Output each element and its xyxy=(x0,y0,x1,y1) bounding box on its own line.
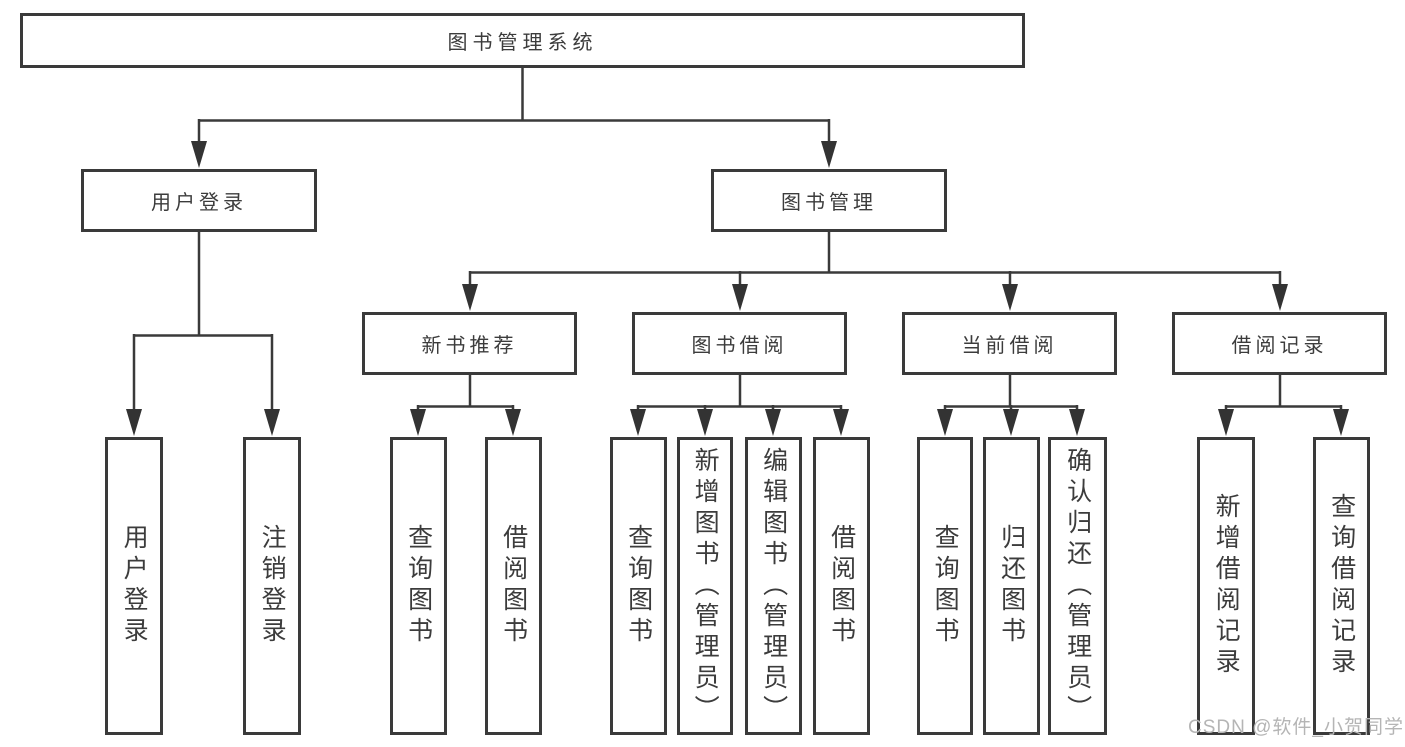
leaf-query-borrow-record: 查询借阅记录 xyxy=(1313,437,1370,735)
leaf-label: 查询借阅记录 xyxy=(1327,493,1356,679)
leaf-label: 新增借阅记录 xyxy=(1212,493,1241,679)
leaf-label: 确认归还（管理员） xyxy=(1063,446,1092,726)
connector-borrow-records-children xyxy=(1224,375,1343,414)
node-label: 借阅记录 xyxy=(1231,335,1328,357)
node-book-management-branch: 图书管理 xyxy=(711,169,947,232)
connector-book-mgmt-children xyxy=(468,232,1282,290)
leaf-borrow-books: 借阅图书 xyxy=(813,437,870,735)
leaf-label: 查询图书 xyxy=(931,524,960,648)
leaf-label: 注销登录 xyxy=(258,524,287,648)
leaf-user-login: 用户登录 xyxy=(105,437,163,735)
node-book-borrow: 图书借阅 xyxy=(632,312,847,375)
connector-new-book-children xyxy=(416,375,515,414)
leaf-label: 查询图书 xyxy=(404,524,433,648)
leaf-label: 查询图书 xyxy=(624,524,653,648)
connector-current-borrow-children xyxy=(943,375,1079,414)
node-label: 新书推荐 xyxy=(421,335,518,357)
leaf-edit-books-admin: 编辑图书（管理员） xyxy=(745,437,802,735)
node-new-book-recommend: 新书推荐 xyxy=(362,312,577,375)
leaf-add-borrow-record: 新增借阅记录 xyxy=(1197,437,1255,735)
node-root-system: 图书管理系统 xyxy=(20,13,1025,68)
leaf-query-books-current: 查询图书 xyxy=(917,437,973,735)
connector-book-borrow-children xyxy=(636,375,843,414)
leaf-label: 归还图书 xyxy=(997,524,1026,648)
node-label: 图书管理 xyxy=(781,192,877,214)
node-root-label: 图书管理系统 xyxy=(447,32,598,54)
leaf-confirm-return-admin: 确认归还（管理员） xyxy=(1048,437,1107,735)
leaf-query-books-borrow: 查询图书 xyxy=(610,437,667,735)
node-label: 当前借阅 xyxy=(961,335,1058,357)
leaf-label: 用户登录 xyxy=(120,524,149,648)
leaf-label: 新增图书（管理员） xyxy=(691,446,720,726)
leaf-query-books-recommend: 查询图书 xyxy=(390,437,447,735)
node-user-login-branch: 用户登录 xyxy=(81,169,317,232)
node-label: 用户登录 xyxy=(151,192,247,214)
leaf-label: 借阅图书 xyxy=(499,524,528,648)
leaf-logout: 注销登录 xyxy=(243,437,301,735)
leaf-return-books: 归还图书 xyxy=(983,437,1040,735)
connector-root-to-level1 xyxy=(197,68,831,146)
leaf-label: 借阅图书 xyxy=(827,524,856,648)
leaf-borrow-books-recommend: 借阅图书 xyxy=(485,437,542,735)
connector-user-login-children xyxy=(132,232,274,414)
csdn-watermark: CSDN @软件_小贺同学 xyxy=(1188,717,1404,738)
leaf-label: 编辑图书（管理员） xyxy=(759,446,788,726)
node-current-borrow: 当前借阅 xyxy=(902,312,1117,375)
arrowheads xyxy=(126,141,1349,436)
node-label: 图书借阅 xyxy=(691,335,788,357)
node-borrow-records: 借阅记录 xyxy=(1172,312,1387,375)
leaf-add-books-admin: 新增图书（管理员） xyxy=(677,437,733,735)
